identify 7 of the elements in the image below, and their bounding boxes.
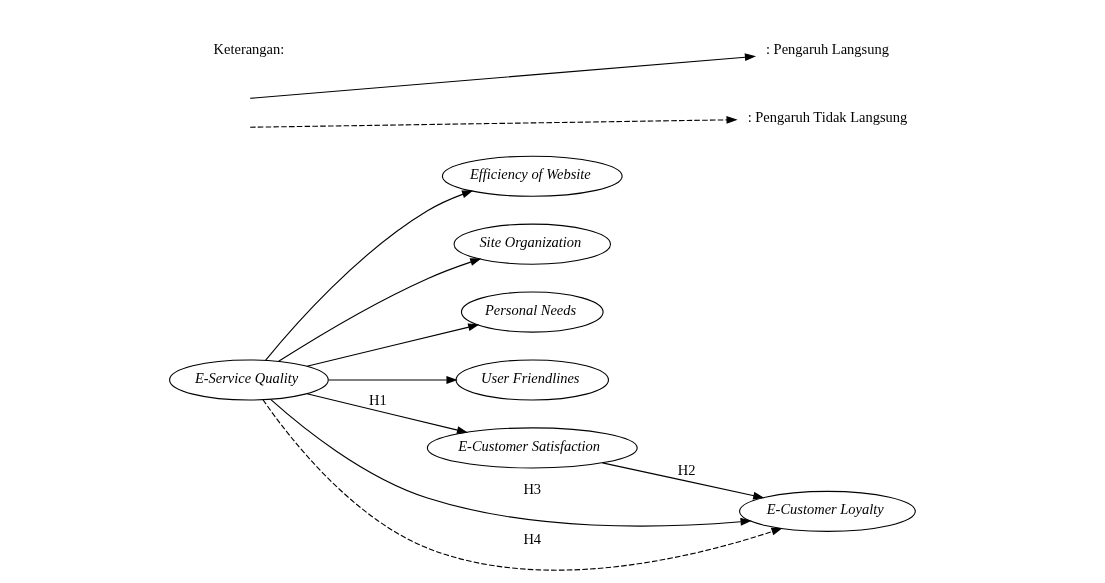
legend-label: : Pengaruh Tidak Langsung [747, 109, 907, 126]
edge-label: H2 [677, 462, 695, 479]
edge-label: H1 [368, 391, 387, 408]
label: Keterangan: [213, 41, 284, 58]
legend-label: : Pengaruh Langsung [765, 41, 889, 58]
edge-label: H4 [522, 531, 541, 548]
edge-label: H3 [522, 480, 541, 497]
